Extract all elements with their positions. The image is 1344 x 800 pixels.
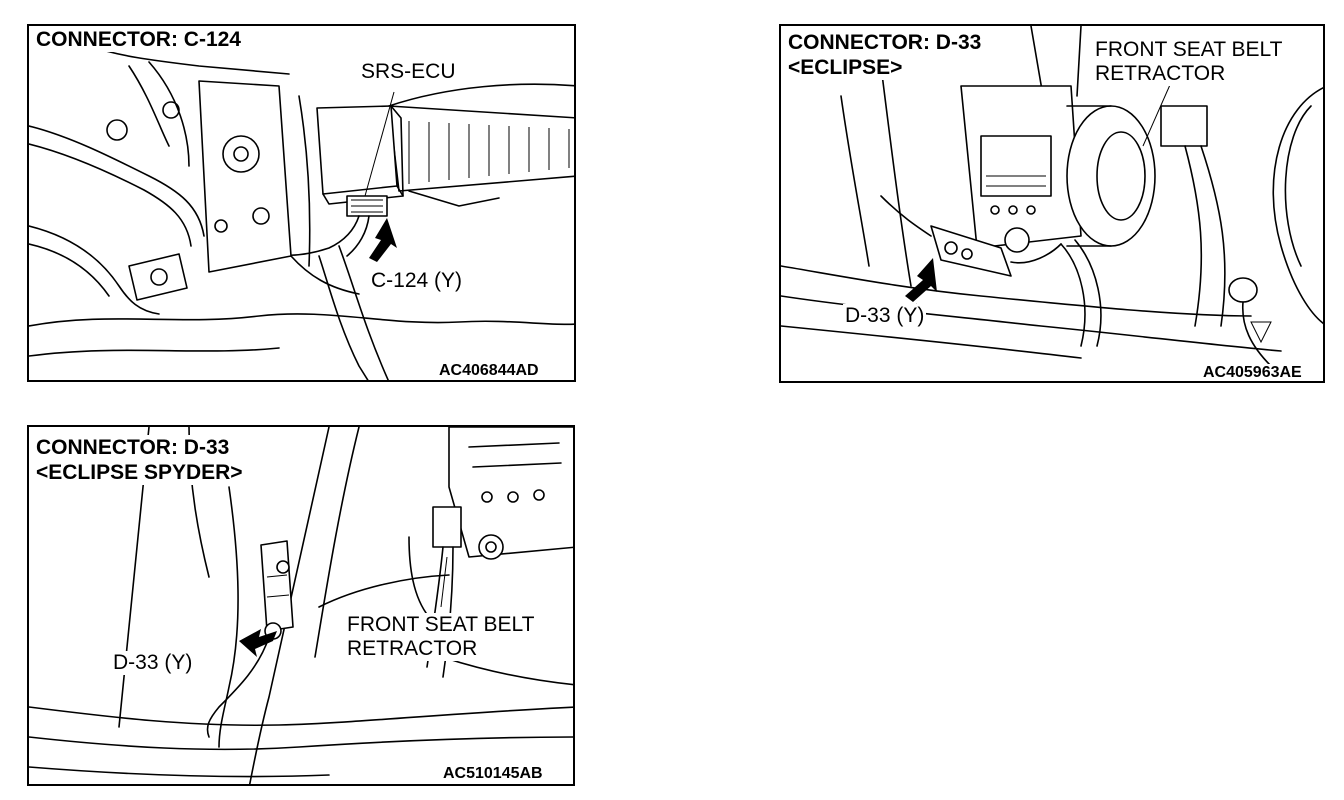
label-line: RETRACTOR [1095, 62, 1226, 85]
diagram-panel-d33-eclipse: CONNECTOR: D-33 <ECLIPSE> FRONT SEAT BEL… [779, 24, 1325, 383]
connector-title: CONNECTOR: C-124 [34, 27, 245, 52]
srs-ecu-illustration [29, 45, 574, 380]
seat-belt-retractor-illustration [781, 26, 1323, 367]
label-line: FRONT SEAT BELT [347, 613, 535, 636]
label-line: RETRACTOR [347, 637, 478, 660]
srs-ecu-label: SRS-ECU [359, 60, 458, 84]
connector-title-line: CONNECTOR: D-33 [788, 31, 982, 54]
connector-title-variant: <ECLIPSE> [788, 56, 903, 79]
figure-code: AC510145AB [441, 765, 545, 783]
connector-title-line: CONNECTOR: D-33 [36, 436, 230, 459]
connector-title-variant: <ECLIPSE SPYDER> [36, 461, 243, 484]
connector-c124-label: C-124 (Y) [369, 269, 465, 293]
figure-code: AC405963AE [1201, 364, 1304, 381]
diagram-panel-d33-eclipse-spyder: CONNECTOR: D-33 <ECLIPSE SPYDER> FRONT S… [27, 425, 575, 786]
figure-code: AC406844AD [437, 362, 541, 380]
connector-d33-label: D-33 (Y) [111, 651, 195, 675]
connector-title-line: CONNECTOR: C-124 [36, 28, 241, 51]
label-line: FRONT SEAT BELT [1095, 38, 1283, 61]
diagram-panel-c124: CONNECTOR: C-124 SRS-ECU C-124 (Y) AC406… [27, 24, 576, 382]
connector-title: CONNECTOR: D-33 <ECLIPSE SPYDER> [34, 435, 247, 485]
front-seat-belt-retractor-label: FRONT SEAT BELT RETRACTOR [1093, 38, 1285, 86]
connector-d33-label: D-33 (Y) [843, 304, 927, 328]
connector-title: CONNECTOR: D-33 <ECLIPSE> [786, 30, 986, 80]
front-seat-belt-retractor-label: FRONT SEAT BELT RETRACTOR [345, 613, 537, 661]
